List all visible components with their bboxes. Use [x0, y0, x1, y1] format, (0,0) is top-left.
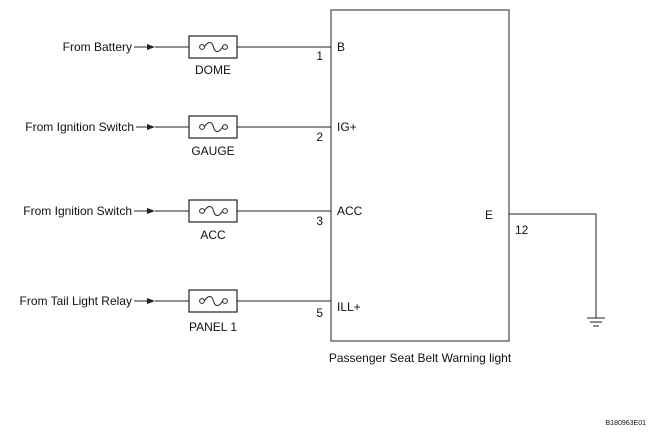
source-label-1: From Battery [63, 40, 132, 54]
ground-icon [587, 317, 605, 327]
terminal-label-3: ACC [337, 204, 363, 218]
arrow-right-icon [147, 298, 155, 304]
fuse-icon [188, 115, 238, 139]
source-label-2: From Ignition Switch [25, 120, 134, 134]
arrow-right-icon [147, 44, 155, 50]
pin-number-1: 1 [316, 49, 323, 63]
figure-code: B180963E01 [606, 420, 647, 427]
arrow-right-icon [147, 124, 155, 130]
fuse-icon [188, 289, 238, 313]
fuse-label-4: PANEL 1 [189, 320, 237, 334]
circuit-3: From Ignition Switch ACC 3 ACC [23, 199, 363, 242]
arrow-right-icon [147, 208, 155, 214]
fuse-icon [188, 199, 238, 223]
component-label: Passenger Seat Belt Warning light [329, 351, 512, 365]
terminal-label-4: ILL+ [337, 300, 361, 314]
pin-number-2: 2 [316, 130, 323, 144]
ground-circuit: E 12 [485, 208, 605, 327]
fuse-label-3: ACC [200, 228, 226, 242]
ground-pin-number: 12 [515, 223, 529, 237]
ground-terminal-label: E [485, 208, 493, 222]
fuse-label-1: DOME [195, 63, 231, 77]
circuit-4: From Tail Light Relay PANEL 1 5 ILL+ [20, 289, 361, 334]
circuit-2: From Ignition Switch GAUGE 2 IG+ [25, 115, 357, 158]
pin-number-3: 3 [316, 214, 323, 228]
fuse-label-2: GAUGE [191, 144, 234, 158]
terminal-label-1: B [337, 40, 345, 54]
circuit-1: From Battery DOME 1 B [63, 35, 345, 77]
source-label-3: From Ignition Switch [23, 204, 132, 218]
component-body [330, 9, 510, 342]
source-label-4: From Tail Light Relay [20, 294, 133, 308]
pin-number-4: 5 [316, 306, 323, 320]
fuse-icon [188, 35, 238, 59]
terminal-label-2: IG+ [337, 120, 357, 134]
